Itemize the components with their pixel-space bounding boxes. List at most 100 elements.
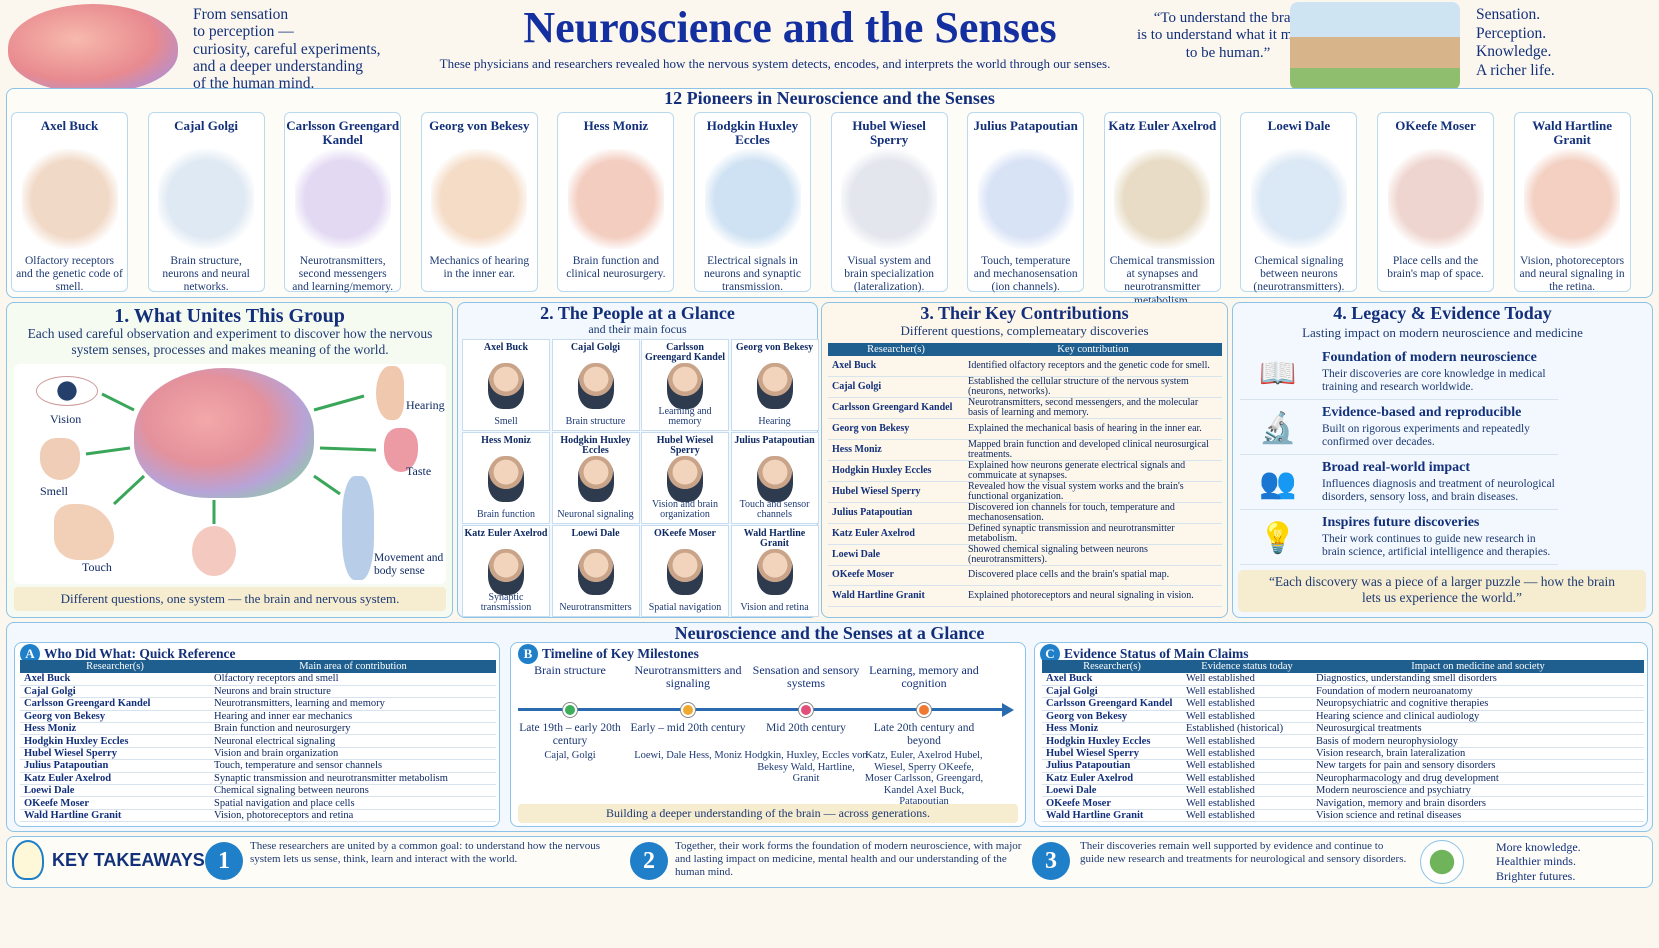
portrait-icon: [488, 363, 524, 409]
person-name: Carlsson Greengard Kandel: [644, 342, 726, 363]
nose-icon: [40, 438, 80, 480]
milestone-label: Brain structure: [534, 663, 606, 677]
pioneer-desc: Mechanics of hearing in the inner ear.: [429, 255, 530, 281]
takeaway-1: These researchers are united by a common…: [250, 840, 601, 866]
person-name: Hubel Wiesel Sperry: [656, 435, 714, 456]
row-cell: Neurosurgical treatments: [1312, 722, 1644, 736]
row-cell: Well established: [1182, 809, 1312, 823]
milestone-label: Sensation and sensory systems: [752, 663, 860, 691]
legacy-quote: “Each discovery was a piece of a larger …: [1238, 570, 1646, 612]
person-focus: Vision and retina: [740, 602, 809, 613]
body-icon: [342, 476, 374, 580]
quick-ref-table: Researcher(s)Main area of contribution A…: [20, 660, 496, 823]
contrib-subtitle: Different questions, complemeatary disco…: [900, 323, 1149, 338]
person-focus: Neuronal signaling: [557, 509, 634, 520]
badge-b: B: [518, 644, 538, 664]
tongue-icon: [384, 428, 418, 472]
row-cell: Mapped brain function and developed clin…: [964, 439, 1222, 461]
skin-icon: [192, 526, 236, 576]
timeline-arrowhead-icon: [1002, 703, 1014, 717]
contrib-header-contribution: Key contribution: [964, 343, 1222, 356]
milestone-period: Late 19th – early 20th century: [519, 722, 621, 747]
pioneer-desc: Brain structure, neurons and neural netw…: [162, 255, 250, 294]
evidence-header: C Evidence Status of Main Claims: [1040, 644, 1249, 664]
row-cell: Established (historical): [1182, 722, 1312, 736]
portrait-icon: [756, 456, 793, 502]
brain-icon: [567, 149, 664, 249]
synapse-icon: [294, 149, 391, 249]
leaf-icon: [1420, 840, 1464, 884]
row-cell: Neuronal electrical signaling: [210, 734, 496, 748]
unites-footer: Different questions, one system — the br…: [14, 587, 446, 611]
row-researcher: Julius Patapoutian: [1042, 759, 1182, 773]
row-cell: Discovered ion channels for touch, tempe…: [964, 502, 1222, 524]
milestone-period: Mid 20th century: [766, 722, 846, 734]
row-researcher: Julius Patapoutian: [828, 502, 964, 524]
row-researcher: Wald Hartline Granit: [1042, 809, 1182, 823]
person-focus: Brain structure: [565, 416, 626, 427]
legacy-title: 4. Legacy & Evidence Today: [1333, 303, 1552, 323]
pioneer-name: Hubel Wiesel Sperry: [852, 118, 926, 147]
synapse-icon: [1250, 149, 1347, 249]
people-subtitle: and their main focus: [588, 322, 687, 336]
pioneer-name: Cajal Golgi: [174, 118, 239, 133]
person-name: Katz Euler Axelrod: [464, 528, 548, 539]
badge-c: C: [1040, 644, 1060, 664]
row-cell: Vision, photoreceptors and retina: [210, 809, 496, 823]
row-researcher: Hodgkin Huxley Eccles: [828, 460, 964, 482]
row-cell: Revealed how the visual system works and…: [964, 481, 1222, 503]
row-cell: Spatial navigation and place cells: [210, 796, 496, 810]
brain-rat-icon: [1387, 149, 1484, 249]
quick-ref-header: A Who Did What: Quick Reference: [20, 644, 236, 664]
face-scent-icon: [21, 149, 118, 249]
row-cell: Well established: [1182, 697, 1312, 711]
person-focus: Neurotransmitters: [559, 602, 632, 613]
takeaway-number-1: 1: [205, 842, 243, 880]
evidence-header-status: Evidence status today: [1182, 660, 1312, 673]
header-right-text: Sensation.Perception.Knowledge.A richer …: [1476, 6, 1555, 79]
legacy-item-desc: Influences diagnosis and treatment of ne…: [1322, 478, 1555, 504]
person-name: Axel Buck: [483, 342, 529, 353]
row-cell: Chemical signaling between neurons: [210, 784, 496, 798]
legacy-panel: [1232, 302, 1653, 618]
campus-illustration: [1290, 2, 1460, 90]
milestone-period: Early – mid 20th century: [630, 722, 746, 734]
row-cell: Olfactory receptors and smell: [210, 673, 496, 686]
milestone-people: Loewi, Dale Hess, Moniz: [634, 750, 742, 761]
portrait-icon: [577, 456, 614, 502]
contrib-title: 3. Their Key Contributions: [920, 303, 1129, 323]
row-cell: Touch, temperature and sensor channels: [210, 759, 496, 773]
person-focus: Vision and brain organization: [651, 499, 719, 520]
milestone-label: Neurotransmitters and signaling: [634, 663, 742, 691]
person-name: Cajal Golgi: [570, 342, 621, 353]
row-cell: Neurotransmitters, second messengers, an…: [964, 397, 1222, 420]
pioneer-name: Hodgkin Huxley Eccles: [706, 118, 799, 147]
pioneer-desc: Neurotransmitters, second messengers and…: [292, 255, 394, 294]
row-cell: Established the cellular structure of th…: [964, 376, 1222, 399]
unites-desc: Each used careful observation and experi…: [27, 326, 433, 357]
